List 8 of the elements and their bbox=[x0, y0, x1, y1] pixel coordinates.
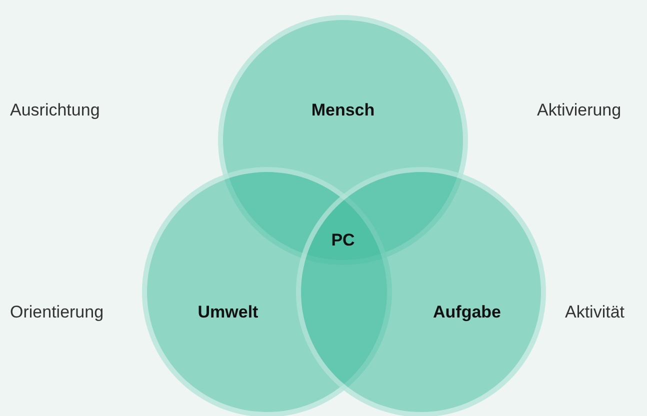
circle-label: Mensch bbox=[311, 99, 375, 122]
circle-label: Aufgabe bbox=[433, 301, 501, 324]
text-label: PC bbox=[331, 229, 355, 252]
text-label: Orientierung bbox=[10, 301, 104, 324]
circle-label: Umwelt bbox=[198, 301, 258, 324]
text-label: Aktivierung bbox=[537, 99, 622, 122]
text-label: Aktivität bbox=[565, 301, 625, 324]
text-label: Ausrichtung bbox=[10, 99, 100, 122]
